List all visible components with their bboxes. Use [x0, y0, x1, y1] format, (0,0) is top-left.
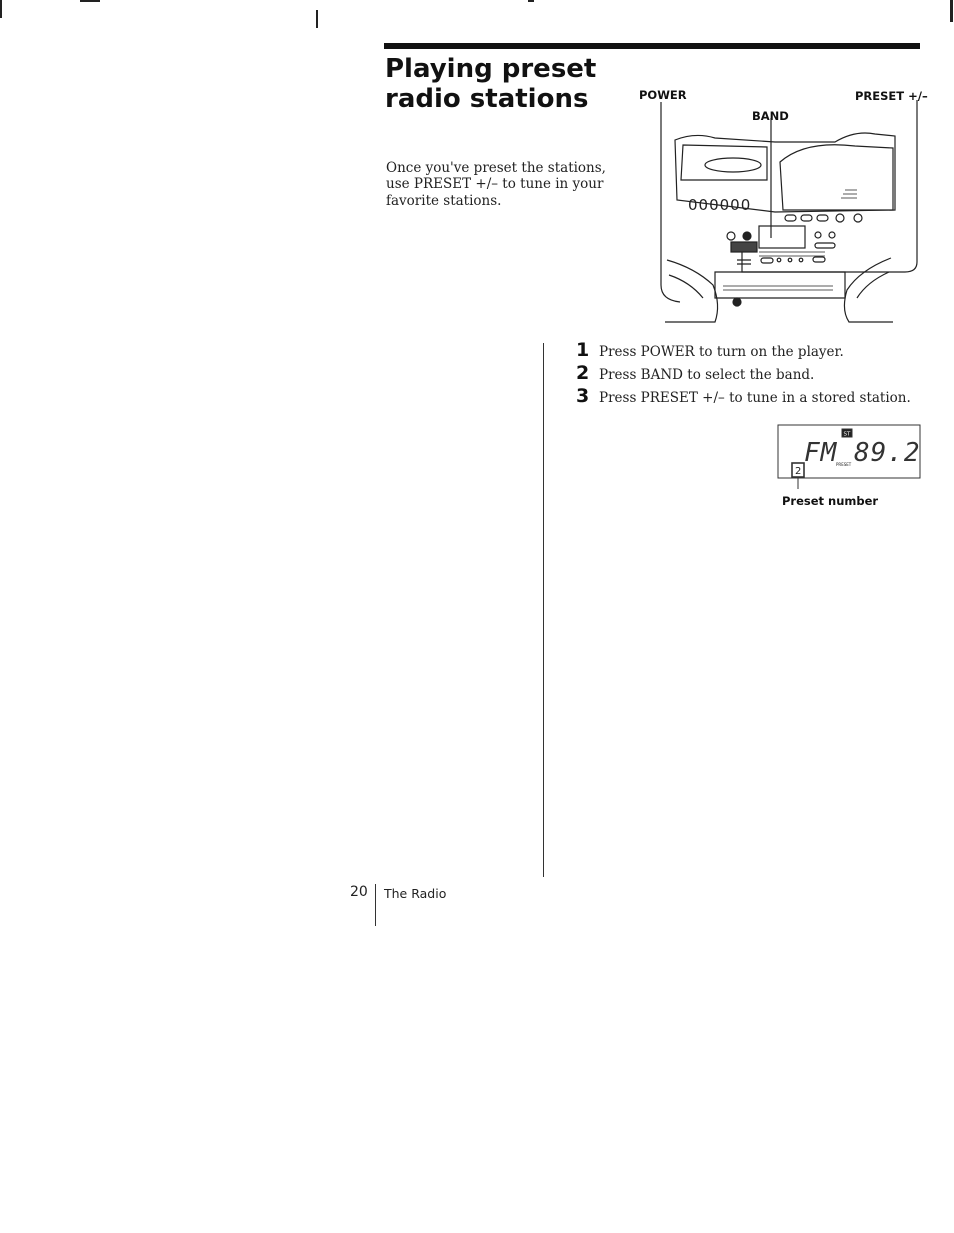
callout-preset — [741, 100, 918, 273]
label-preset-number: Preset number — [782, 494, 879, 508]
speaker-left — [665, 259, 719, 323]
stereo-indicator-text: ST — [844, 432, 851, 438]
scan-mark — [0, 0, 2, 18]
cd-lid — [779, 144, 894, 211]
step-number: 1 — [576, 339, 590, 361]
step-text: Press BAND to select the band. — [599, 367, 815, 383]
speaker-right — [843, 257, 893, 323]
footer-divider — [375, 884, 376, 926]
intro-text: Once you've preset the stations, use PRE… — [386, 159, 606, 209]
section-rule — [384, 43, 920, 49]
steps-list: 1 Press POWER to turn on the player. 2 P… — [576, 339, 926, 408]
list-item: 3 Press PRESET +/– to tune in a stored s… — [576, 385, 926, 408]
player-lid — [674, 132, 896, 213]
preset-digit: 2 — [795, 466, 801, 477]
button-row-label: 000000 — [688, 196, 751, 214]
scan-mark — [316, 10, 318, 28]
list-item: 2 Press BAND to select the band. — [576, 362, 926, 385]
step-number: 3 — [576, 385, 590, 407]
stereo-indicator — [841, 428, 853, 438]
page-number: 20 — [350, 884, 368, 900]
cd-player-illustration: 000000 — [660, 100, 918, 323]
player-base — [714, 271, 846, 299]
band-buttons — [730, 241, 758, 253]
callout-power — [660, 102, 681, 303]
list-item: 1 Press POWER to turn on the player. — [576, 339, 926, 362]
display-window — [758, 225, 806, 249]
label-power: POWER — [639, 88, 687, 102]
step-text: Press POWER to turn on the player. — [599, 344, 844, 360]
lcd-display: FM 89.2 ST 2 PRESET — [777, 424, 921, 489]
scan-mark — [528, 0, 534, 2]
step-text: Press PRESET +/– to tune in a stored sta… — [599, 390, 911, 406]
section-name: The Radio — [384, 886, 447, 901]
label-preset: PRESET +/– — [855, 89, 928, 103]
scan-mark — [80, 0, 100, 2]
label-band: BAND — [752, 109, 789, 123]
cassette-window — [704, 157, 762, 173]
lcd-readout: FM 89.2 — [804, 438, 921, 468]
step-number: 2 — [576, 362, 590, 384]
preset-caption: PRESET — [836, 462, 852, 467]
column-divider — [543, 343, 544, 877]
page-title: Playing preset radio stations — [385, 54, 597, 114]
scan-mark — [950, 0, 953, 22]
